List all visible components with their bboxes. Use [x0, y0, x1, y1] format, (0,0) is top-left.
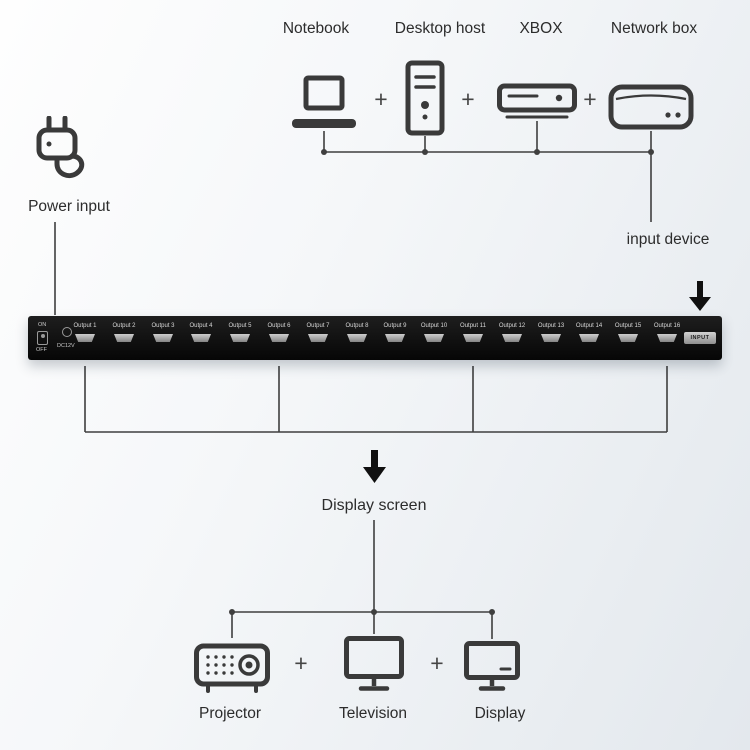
projector-icon [194, 640, 270, 701]
hdmi-port-icon [618, 334, 638, 342]
hdmi-port-icon [75, 334, 95, 342]
output-port-1: Output 1 [66, 316, 104, 360]
plus-sign: + [430, 650, 444, 676]
laptop-icon [292, 75, 356, 136]
notebook-label: Notebook [282, 20, 350, 37]
junction-dots [229, 149, 654, 615]
output-port-label: Output 11 [460, 323, 486, 329]
output-port-label: Output 4 [189, 323, 213, 329]
output-port-12: Output 12 [493, 316, 531, 360]
display-icon [464, 641, 520, 700]
plus-sign: + [294, 650, 308, 676]
output-port-2: Output 2 [105, 316, 143, 360]
power-controls: ON OFF DC12V [30, 316, 102, 360]
desktop-host-label: Desktop host [394, 20, 486, 37]
output-port-11: Output 11 [454, 316, 492, 360]
output-port-label: Output 7 [306, 323, 330, 329]
hdmi-port-icon [463, 334, 483, 342]
output-port-label: Output 8 [345, 323, 369, 329]
hdmi-port-icon [191, 334, 211, 342]
hdmi-port-icon [347, 334, 367, 342]
hdmi-port-icon [308, 334, 328, 342]
off-label: OFF [36, 347, 47, 353]
hdmi-port-icon [541, 334, 561, 342]
bottom-device-stub-lines [231, 612, 493, 639]
hdmi-port-icon [579, 334, 599, 342]
display-label: Display [474, 705, 526, 722]
output-port-9: Output 9 [376, 316, 414, 360]
projector-label: Projector [198, 705, 262, 722]
input-device-label: input device [626, 231, 710, 248]
network-box-label: Network box [610, 20, 698, 37]
output-port-16: Output 16 [648, 316, 686, 360]
output-port-10: Output 10 [415, 316, 453, 360]
dc-jack-icon [62, 327, 72, 337]
network-box-icon [608, 80, 694, 137]
output-port-7: Output 7 [299, 316, 337, 360]
hdmi-port-icon [502, 334, 522, 342]
output-port-14: Output 14 [570, 316, 608, 360]
game-console-icon [497, 83, 577, 126]
output-port-label: Output 1 [73, 323, 97, 329]
output-port-label: Output 10 [420, 323, 448, 329]
hdmi-port-icon [269, 334, 289, 342]
output-port-label: Output 14 [575, 323, 603, 329]
plus-sign: + [374, 86, 388, 112]
plus-sign: + [461, 86, 475, 112]
hdmi-port-icon [230, 334, 250, 342]
on-label: ON [38, 322, 47, 328]
output-port-label: Output 5 [228, 323, 252, 329]
input-arrow-icon [689, 281, 711, 311]
power-plug-icon [26, 115, 94, 195]
output-port-label: Output 3 [151, 323, 175, 329]
television-label: Television [338, 705, 408, 722]
output-port-label: Output 15 [614, 323, 642, 329]
output-port-15: Output 15 [609, 316, 647, 360]
display-arrow-icon [363, 450, 386, 483]
output-port-13: Output 13 [532, 316, 570, 360]
output-port-label: Output 13 [537, 323, 565, 329]
power-input-label: Power input [28, 198, 110, 215]
output-port-label: Output 6 [267, 323, 291, 329]
output-port-label: Output 12 [498, 323, 526, 329]
dc12v-label: DC12V [57, 343, 75, 349]
output-port-3: Output 3 [144, 316, 182, 360]
output-port-4: Output 4 [182, 316, 220, 360]
hdmi-port-icon [424, 334, 444, 342]
input-hdmi-port: INPUT [684, 332, 716, 344]
desktop-tower-icon [405, 60, 445, 141]
output-port-label: Output 16 [653, 323, 681, 329]
xbox-label: XBOX [519, 20, 563, 37]
output-port-6: Output 6 [260, 316, 298, 360]
display-screen-label: Display screen [321, 497, 427, 514]
output-bracket-lines [84, 366, 668, 432]
output-port-8: Output 8 [338, 316, 376, 360]
hdmi-port-icon [153, 334, 173, 342]
hdmi-port-icon [114, 334, 134, 342]
plus-sign: + [583, 86, 597, 112]
top-device-stub-lines [323, 121, 652, 152]
output-port-label: Output 2 [112, 323, 136, 329]
power-switch[interactable] [37, 331, 48, 345]
hdmi-port-icon [385, 334, 405, 342]
output-port-5: Output 5 [221, 316, 259, 360]
hdmi-splitter-device: ON OFF DC12V Output 1 Output 2 Output 3 … [28, 316, 722, 360]
output-port-label: Output 9 [383, 323, 407, 329]
hdmi-port-icon [657, 334, 677, 342]
television-icon [344, 636, 404, 699]
